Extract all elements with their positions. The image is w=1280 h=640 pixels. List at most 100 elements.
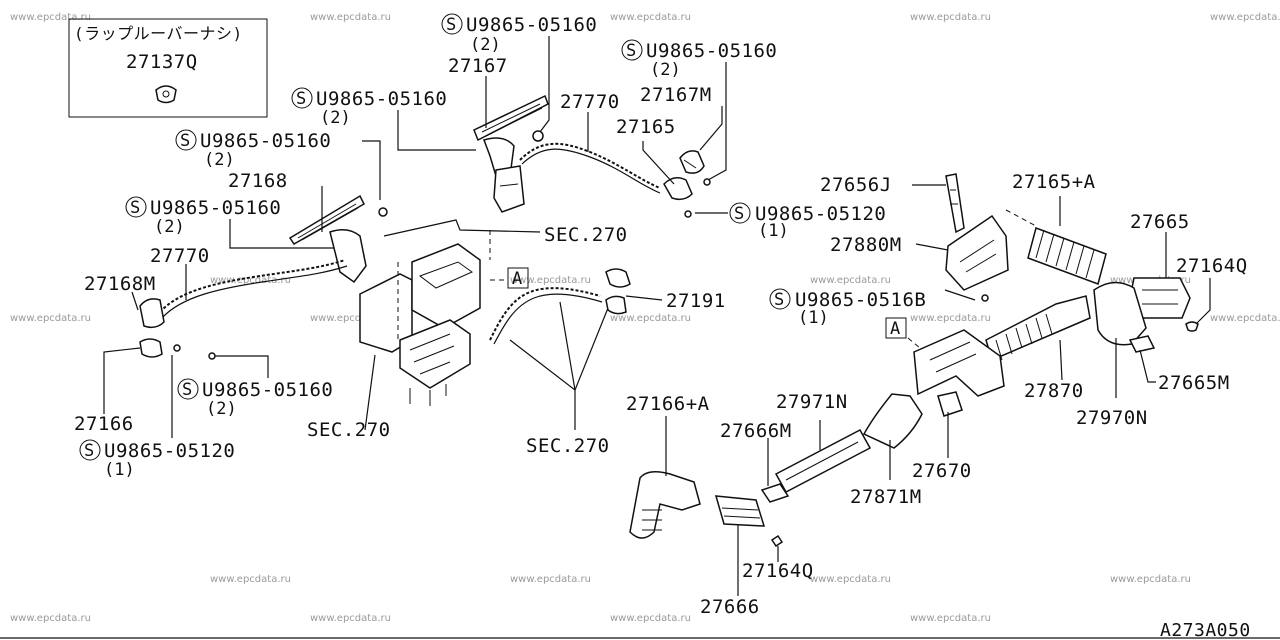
part-label-27665M: 27665M (1158, 372, 1230, 394)
screw-callout-u5: S U9865-05160 (2) (125, 196, 342, 249)
part-label-U9865-05120: U9865-05120 (755, 203, 886, 225)
duct-27971N (774, 428, 872, 494)
part-label-U9865-05160: U9865-05160 (646, 40, 777, 62)
clip-part (155, 85, 177, 104)
part-label-27167: 27167 (448, 55, 508, 77)
watermark: www.epcdata.ru (510, 574, 591, 585)
clip-27164Q-right (1185, 321, 1199, 332)
watermark: www.epcdata.ru (1210, 313, 1280, 324)
bracket-27665M (1128, 335, 1156, 353)
watermark: www.epcdata.ru (1110, 574, 1191, 585)
screw-symbol: S (774, 290, 784, 310)
part-label-27970N: 27970N (1076, 407, 1148, 429)
watermarks: www.epcdata.ru www.epcdata.ru www.epcdat… (10, 12, 1280, 624)
bracket-27656J (945, 173, 965, 234)
section-label-sec270: SEC.270 (526, 435, 610, 457)
ref-box-a-left: A (507, 267, 529, 289)
part-label-U9865-05160: U9865-05160 (200, 130, 331, 152)
watermark: www.epcdata.ru (310, 613, 391, 624)
quantity-label: (2) (204, 150, 235, 170)
duct-27970N (1093, 281, 1147, 346)
watermark: www.epcdata.ru (910, 313, 991, 324)
part-label-U9865-05160: U9865-05160 (316, 88, 447, 110)
screw-symbol: S (180, 131, 190, 151)
watermark: www.epcdata.ru (210, 574, 291, 585)
quantity-label: (2) (154, 217, 185, 237)
watermark: www.epcdata.ru (310, 12, 391, 23)
part-label-27666: 27666 (700, 596, 760, 618)
part-label-27137Q: 27137Q (126, 51, 198, 73)
part-label-27971N: 27971N (776, 391, 848, 413)
quantity-label: (1) (758, 221, 789, 241)
part-label-27168M: 27168M (84, 273, 156, 295)
part-label-U9865-0516B: U9865-0516B (795, 289, 926, 311)
quantity-label: (2) (650, 60, 681, 80)
quantity-label: (2) (470, 35, 501, 55)
part-label-27670: 27670 (912, 460, 972, 482)
part-label-27656J: 27656J (820, 174, 892, 196)
watermark: www.epcdata.ru (210, 275, 291, 286)
part-label-U9865-05160: U9865-05160 (466, 14, 597, 36)
part-label-27168: 27168 (228, 170, 288, 192)
leader-lines-right (665, 184, 1211, 596)
quantity-label: (2) (320, 108, 351, 128)
part-label-27165: 27165 (616, 116, 676, 138)
screw-callout-u6: S U9865-05160 (2) (177, 355, 333, 419)
duct-27166A (629, 471, 701, 539)
watermark: www.epcdata.ru (10, 12, 91, 23)
watermark: www.epcdata.ru (910, 12, 991, 23)
quantity-label: (1) (798, 308, 829, 328)
screw (208, 352, 216, 360)
watermark: www.epcdata.ru (310, 313, 391, 324)
screw-symbol: S (446, 15, 456, 35)
screw-callout-u1: S U9865-05160 (2) (441, 13, 597, 133)
part-label-27870: 27870 (1024, 380, 1084, 402)
watermark: www.epcdata.ru (610, 12, 691, 23)
heater-unit (359, 230, 491, 406)
screw-callout-u3: S U9865-05160 (2) (291, 87, 476, 151)
screw (703, 178, 711, 186)
ref-box-a-right: A (885, 317, 907, 339)
quantity-label: (1) (104, 460, 135, 480)
watermark: www.epcdata.ru (910, 613, 991, 624)
part-labels: 27167 27770 27167M 27165 27168 27770 271… (74, 55, 1248, 618)
connector-27666M (760, 483, 790, 503)
watermark: www.epcdata.ru (610, 313, 691, 324)
hose-27165A (1005, 209, 1107, 285)
part-label-27191: 27191 (666, 290, 726, 312)
leader-lines (103, 76, 723, 431)
part-label-27165A: 27165+A (1012, 171, 1096, 193)
part-label-U9865-05160: U9865-05160 (202, 379, 333, 401)
nozzle-27167M (679, 150, 705, 174)
vent-27666 (714, 495, 766, 527)
screw-callout-u2: S U9865-05160 (2) (621, 39, 777, 181)
part-label-27167M: 27167M (640, 84, 712, 106)
screw-callout-u9: S U9865-0516B (1) (769, 288, 976, 328)
hose-27870 (985, 295, 1091, 362)
watermark: www.epcdata.ru (510, 275, 591, 286)
part-label-27166A: 27166+A (626, 393, 710, 415)
bracket-27166 (139, 338, 163, 358)
screw-symbol: S (626, 41, 636, 61)
screw (684, 210, 692, 218)
nozzle-27168M (139, 298, 165, 329)
part-label-27164Q: 27164Q (1176, 255, 1248, 277)
diagram-code: A273A050 (1160, 620, 1251, 640)
screw-symbol: S (296, 89, 306, 109)
clip-27164Q-lower (770, 534, 784, 548)
part-label-27166: 27166 (74, 413, 134, 435)
hose-27770-upper (519, 142, 661, 194)
distribution-duct (907, 329, 1005, 397)
screw-symbol: S (84, 441, 94, 461)
part-label-27666M: 27666M (720, 420, 792, 442)
ref-label: A (890, 319, 900, 339)
duct-27871M (862, 393, 923, 449)
section-label-sec270: SEC.270 (307, 419, 391, 441)
ref-label: A (512, 269, 522, 289)
watermark: www.epcdata.ru (1210, 12, 1280, 23)
part-label-U9865-05160: U9865-05160 (150, 197, 281, 219)
screw-callout-u7: S U9865-05120 (1) (79, 355, 235, 480)
side-vent-27880M (945, 214, 1009, 302)
screw-symbol: S (734, 204, 744, 224)
